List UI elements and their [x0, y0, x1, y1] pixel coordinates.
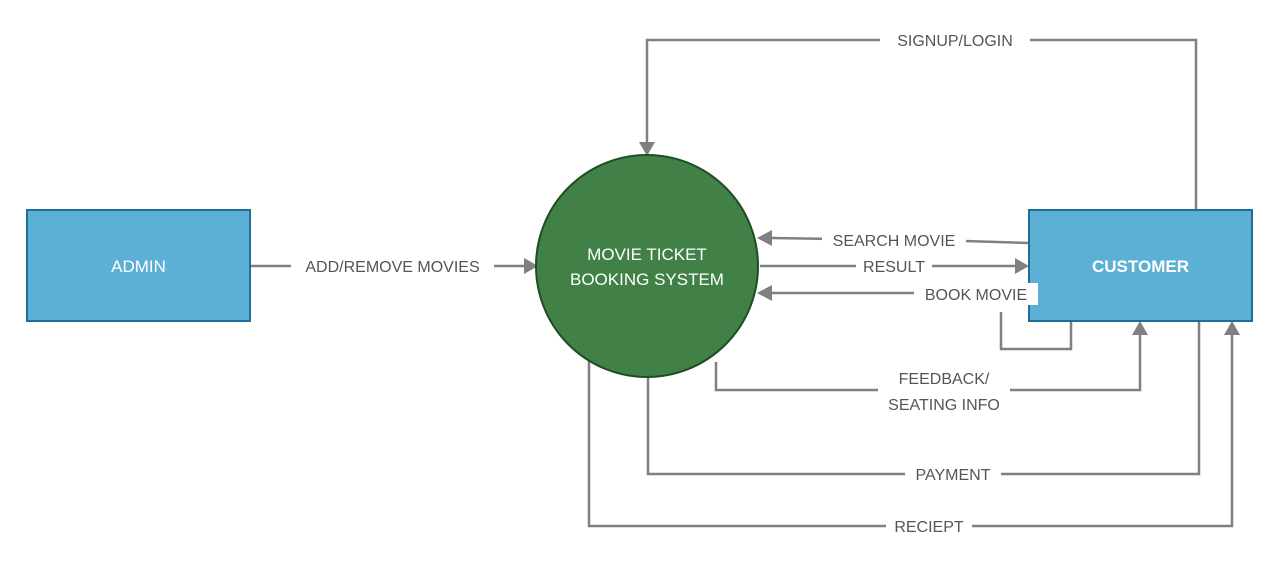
svg-text:FEEDBACK/: FEEDBACK/	[899, 371, 990, 388]
svg-text:RESULT: RESULT	[863, 259, 925, 276]
label-feedback-seating: FEEDBACK/ SEATING INFO	[878, 367, 1010, 415]
svg-text:SEARCH MOVIE: SEARCH MOVIE	[833, 233, 956, 250]
label-add-remove-movies: ADD/REMOVE MOVIES	[291, 255, 494, 277]
label-result: RESULT	[856, 255, 932, 277]
svg-text:SIGNUP/LOGIN: SIGNUP/LOGIN	[897, 33, 1013, 50]
entity-customer: CUSTOMER	[1028, 209, 1253, 322]
process-movie-ticket-booking: MOVIE TICKET BOOKING SYSTEM	[535, 154, 759, 378]
entity-admin: ADMIN	[26, 209, 251, 322]
label-book-movie: BOOK MOVIE	[914, 283, 1038, 305]
label-signup-login: SIGNUP/LOGIN	[880, 29, 1030, 51]
process-label-line2: BOOKING SYSTEM	[570, 270, 724, 289]
label-reciept: RECIEPT	[886, 515, 972, 537]
label-payment: PAYMENT	[905, 463, 1001, 485]
process-label-line1: MOVIE TICKET	[587, 245, 707, 264]
entity-admin-label: ADMIN	[111, 257, 166, 276]
svg-text:ADD/REMOVE MOVIES: ADD/REMOVE MOVIES	[305, 259, 479, 276]
svg-text:PAYMENT: PAYMENT	[916, 467, 991, 484]
entity-customer-label: CUSTOMER	[1092, 257, 1189, 276]
label-search-movie: SEARCH MOVIE	[822, 229, 966, 251]
svg-text:BOOK MOVIE: BOOK MOVIE	[925, 287, 1027, 304]
svg-text:RECIEPT: RECIEPT	[894, 519, 964, 536]
svg-text:SEATING INFO: SEATING INFO	[888, 397, 1000, 414]
